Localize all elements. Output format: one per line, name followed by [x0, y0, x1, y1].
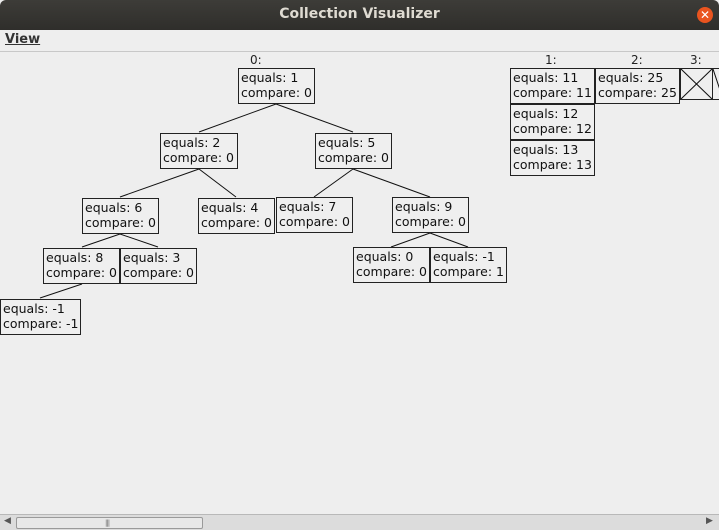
title-bar: Collection Visualizer ✕	[0, 0, 719, 30]
edge	[429, 232, 469, 248]
edge	[275, 103, 354, 133]
node-equals: equals: 6	[85, 200, 143, 215]
node-compare: compare: 13	[513, 157, 592, 172]
index-label-2: 2:	[631, 53, 643, 67]
node-equals: equals: 13	[513, 142, 579, 157]
node-compare: compare: 12	[513, 121, 592, 136]
scroll-left-icon[interactable]: ◀	[4, 516, 11, 526]
edge	[352, 168, 431, 198]
visualizer-canvas: 0: 1: 2: 3: equals: 1 compare: 0 equals:…	[0, 52, 719, 514]
bucket-entry: equals: 13 compare: 13	[510, 140, 595, 176]
node-compare: compare: 0	[279, 214, 350, 229]
node-compare: compare: 0	[356, 264, 427, 279]
edge	[198, 103, 277, 133]
index-label-3: 3:	[690, 53, 702, 67]
node-equals: equals: 5	[318, 135, 376, 150]
tree-node: equals: 1 compare: 0	[238, 68, 315, 104]
node-equals: equals: 7	[279, 199, 337, 214]
bucket-entry: equals: 25 compare: 25	[595, 68, 680, 104]
menu-view-label: View	[5, 32, 41, 47]
horizontal-scrollbar[interactable]: ◀ ||| ▶	[0, 514, 719, 530]
edge	[119, 168, 200, 198]
node-compare: compare: 0	[318, 150, 389, 165]
tree-node: equals: 2 compare: 0	[160, 133, 238, 169]
cross-icon	[680, 68, 713, 100]
node-compare: compare: 0	[85, 215, 156, 230]
menu-bar: View	[0, 30, 719, 52]
tree-node: equals: 5 compare: 0	[315, 133, 392, 169]
bucket-entry: equals: 12 compare: 12	[510, 104, 595, 140]
node-compare: compare: 25	[598, 85, 677, 100]
node-equals: equals: 9	[395, 199, 453, 214]
empty-bucket-icon	[712, 68, 719, 100]
node-equals: equals: 4	[201, 200, 259, 215]
node-equals: equals: 0	[356, 249, 414, 264]
node-compare: compare: 0	[123, 265, 194, 280]
tree-node: equals: 0 compare: 0	[353, 247, 430, 283]
node-equals: equals: -1	[433, 249, 495, 264]
node-equals: equals: 1	[241, 70, 299, 85]
tree-node: equals: 8 compare: 0	[43, 248, 120, 284]
node-equals: equals: 8	[46, 250, 104, 265]
node-equals: equals: 2	[163, 135, 221, 150]
grip-icon: |||	[105, 519, 110, 527]
scroll-right-icon[interactable]: ▶	[706, 516, 713, 526]
tree-node: equals: 9 compare: 0	[392, 197, 469, 233]
node-equals: equals: 25	[598, 70, 664, 85]
cross-icon	[712, 68, 719, 89]
edge	[390, 232, 431, 248]
node-compare: compare: -1	[3, 316, 79, 331]
node-equals: equals: -1	[3, 301, 65, 316]
edge	[39, 283, 83, 299]
edge	[119, 233, 159, 248]
edge	[198, 168, 237, 198]
node-compare: compare: 0	[395, 214, 466, 229]
index-label-0: 0:	[250, 53, 262, 67]
scrollbar-thumb[interactable]: |||	[16, 517, 203, 529]
node-compare: compare: 0	[46, 265, 117, 280]
window-title: Collection Visualizer	[279, 6, 440, 22]
tree-node: equals: 6 compare: 0	[82, 198, 159, 234]
index-label-1: 1:	[545, 53, 557, 67]
close-icon[interactable]: ✕	[697, 7, 713, 23]
edge	[81, 233, 121, 248]
node-compare: compare: 1	[433, 264, 504, 279]
node-equals: equals: 12	[513, 106, 579, 121]
node-equals: equals: 11	[513, 70, 579, 85]
tree-node: equals: -1 compare: 1	[430, 247, 507, 283]
empty-bucket-icon	[680, 68, 713, 100]
tree-node: equals: 3 compare: 0	[120, 248, 197, 284]
node-compare: compare: 0	[163, 150, 234, 165]
menu-view[interactable]: View	[5, 32, 40, 47]
node-compare: compare: 11	[513, 85, 592, 100]
tree-node: equals: 4 compare: 0	[198, 198, 275, 234]
tree-node: equals: -1 compare: -1	[0, 299, 81, 335]
edge	[313, 168, 354, 198]
tree-node: equals: 7 compare: 0	[276, 197, 353, 233]
tree-edges	[39, 103, 469, 299]
bucket-entry: equals: 11 compare: 11	[510, 68, 595, 104]
node-compare: compare: 0	[201, 215, 272, 230]
node-equals: equals: 3	[123, 250, 181, 265]
node-compare: compare: 0	[241, 85, 312, 100]
